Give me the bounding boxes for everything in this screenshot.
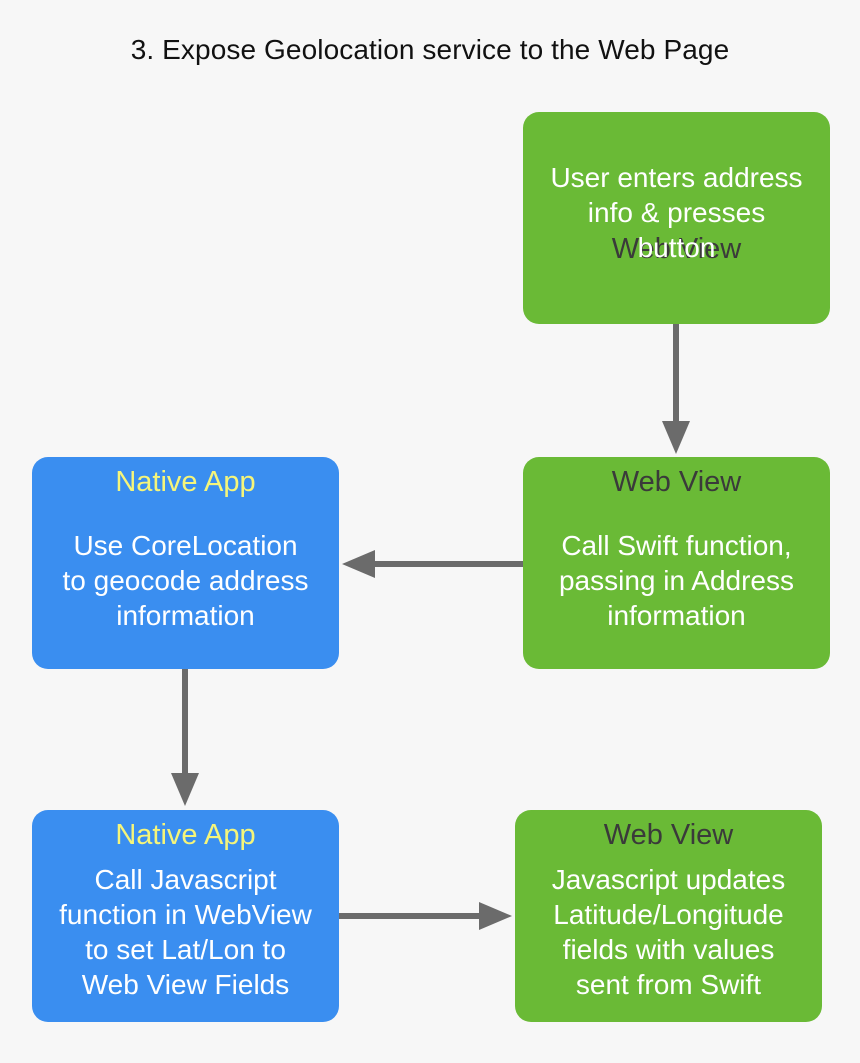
arrow-native-geocode-to-native-javascript xyxy=(171,669,199,806)
node-body-line: button xyxy=(637,232,716,263)
node-body: Javascript updates Latitude/Longitude fi… xyxy=(521,862,816,1002)
arrow-webview-swift-to-native-geocode xyxy=(342,550,523,578)
node-header: Web View xyxy=(611,466,742,498)
node-body-line: Javascript updates xyxy=(551,864,786,895)
node-body-line: Use CoreLocation xyxy=(73,530,298,561)
node-header: Native App xyxy=(115,819,256,851)
node-header: Web View xyxy=(603,819,734,851)
node-body-line: function in WebView xyxy=(59,899,312,930)
node-body: Use CoreLocation to geocode address info… xyxy=(38,528,333,633)
node-body-line: passing in Address xyxy=(558,565,795,596)
webview-update-fields-node: Web View Javascript updates Latitude/Lon… xyxy=(515,810,822,1022)
node-body-line: to geocode address xyxy=(62,565,309,596)
node-body-line: sent from Swift xyxy=(575,969,762,1000)
node-body: Call Javascript function in WebView to s… xyxy=(38,862,333,1002)
node-body: Call Swift function, passing in Address … xyxy=(529,528,824,633)
node-body-line: info & presses xyxy=(587,197,766,228)
diagram-title: 3. Expose Geolocation service to the Web… xyxy=(130,34,730,65)
webview-address-input-node: Web View User enters address info & pres… xyxy=(523,112,830,324)
node-body-line: information xyxy=(607,600,746,631)
native-app-call-javascript-node: Native App Call Javascript function in W… xyxy=(32,810,339,1022)
node-body: User enters address info & presses butto… xyxy=(529,160,824,265)
node-body-line: Web View Fields xyxy=(81,969,290,1000)
node-body-line: Latitude/Longitude xyxy=(553,899,784,930)
webview-call-swift-node: Web View Call Swift function, passing in… xyxy=(523,457,830,669)
node-header: Web View xyxy=(611,233,742,265)
node-body-line: fields with values xyxy=(562,934,775,965)
native-app-geocode-node: Native App Use CoreLocation to geocode a… xyxy=(32,457,339,669)
node-body-line: Call Javascript xyxy=(94,864,277,895)
node-header: Native App xyxy=(115,466,256,498)
node-body-line: Call Swift function, xyxy=(561,530,792,561)
arrow-native-javascript-to-webview-update xyxy=(339,902,512,930)
arrow-webview-input-to-webview-swift xyxy=(662,324,690,454)
node-body-line: to set Lat/Lon to xyxy=(85,934,286,965)
node-body-line: information xyxy=(116,600,255,631)
node-body-line: User enters address xyxy=(550,162,803,193)
